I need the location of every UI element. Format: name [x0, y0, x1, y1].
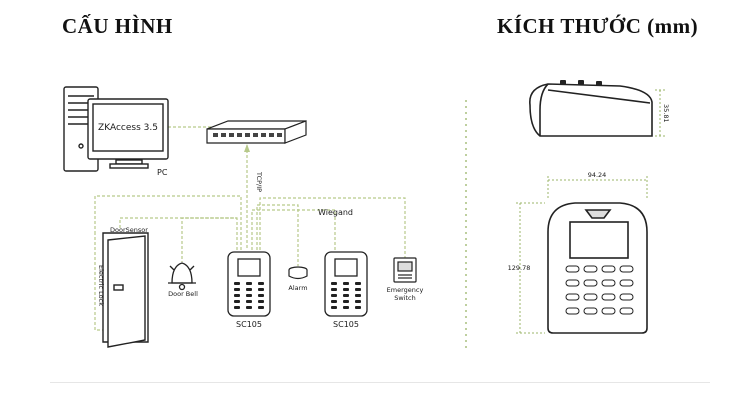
tcpip-arrow	[244, 144, 250, 152]
width-dimension-line	[547, 176, 648, 200]
dimensions-heading: KÍCH THƯỚC (mm)	[497, 14, 699, 38]
wiegand-label: Wiegand	[318, 208, 353, 217]
depth-dimension-line	[655, 89, 665, 137]
pc-label: PC	[157, 168, 168, 177]
tcpip-label: TCP/IP	[255, 171, 263, 192]
configuration-heading: CẤU HÌNH	[62, 14, 173, 38]
device-front-view-icon	[547, 202, 648, 334]
pc-icon	[63, 86, 169, 172]
alarm-label: Alarm	[288, 284, 307, 292]
sc105-reader-2-icon	[324, 251, 368, 317]
emergency-switch-label-line1: Emergency	[387, 286, 424, 294]
bell-icon	[168, 262, 196, 291]
door-sensor-label: DoorSensor	[110, 226, 148, 234]
network-switch-icon	[206, 120, 307, 144]
device-1-label: SC105	[236, 320, 262, 329]
electric-lock-label: Electric Lock	[97, 265, 105, 306]
alarm-icon	[288, 266, 308, 280]
door-icon	[102, 232, 149, 348]
emergency-switch-icon	[393, 257, 417, 283]
sc105-reader-1-icon	[227, 251, 271, 317]
height-value: 129.78	[508, 264, 531, 272]
pc-screen-text: ZKAccess 3.5	[98, 123, 158, 133]
width-value: 94.24	[588, 171, 607, 179]
device-2-label: SC105	[333, 320, 359, 329]
depth-value: 35.81	[662, 104, 670, 123]
height-dimension-line	[516, 202, 545, 334]
bottom-rule	[50, 382, 710, 383]
device-side-view-icon	[529, 80, 653, 137]
emergency-switch-label-line2: Switch	[394, 294, 416, 302]
door-bell-label: Door Bell	[168, 290, 198, 298]
